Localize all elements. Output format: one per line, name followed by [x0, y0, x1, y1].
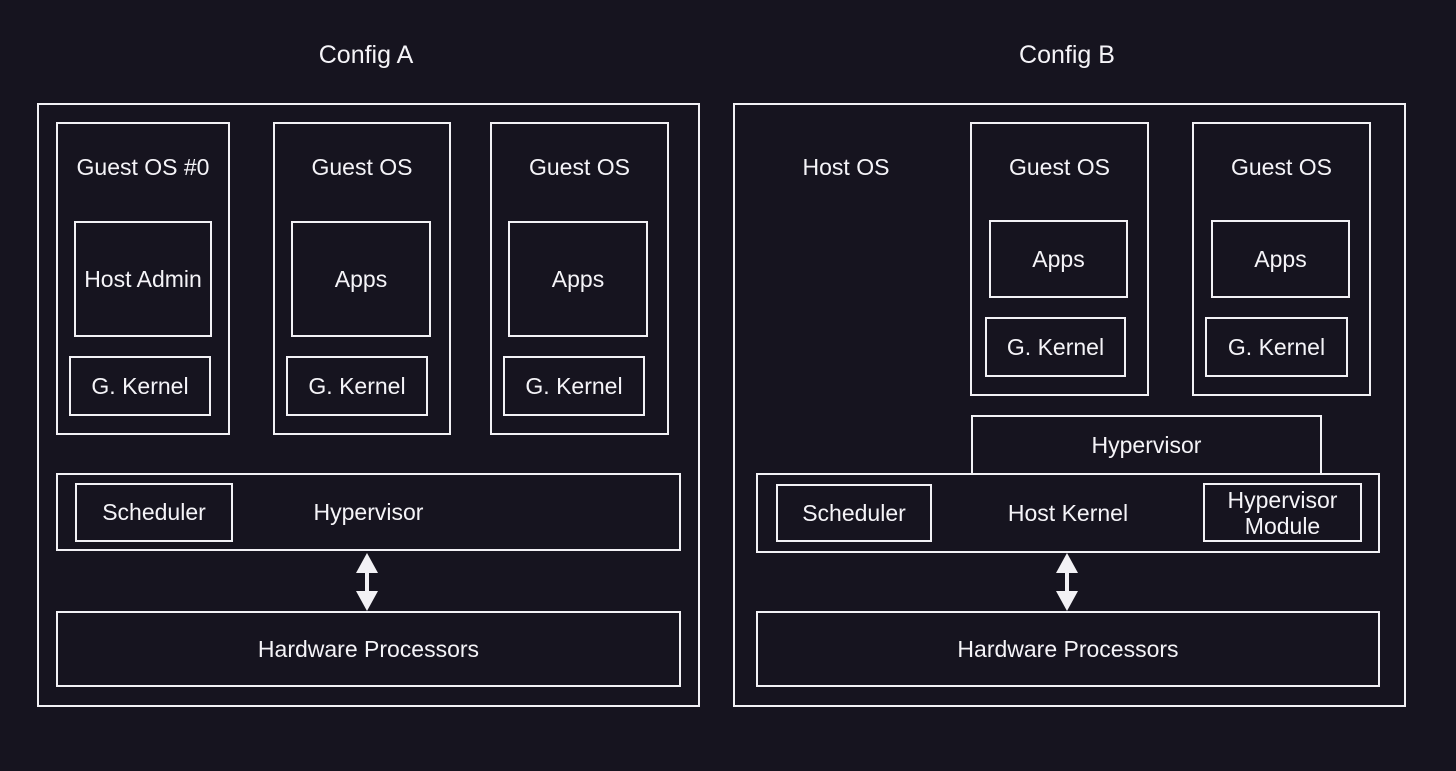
arrow-shaft: [1065, 565, 1069, 599]
guest-kernel-box: G. Kernel: [69, 356, 211, 416]
hypervisor-module-box: Hypervisor Module: [1203, 483, 1362, 542]
host-kernel-bar: Host Kernel Scheduler Hypervisor Module: [756, 473, 1380, 553]
guest-os-label: Guest OS #0: [76, 154, 210, 180]
apps-label: Apps: [551, 265, 605, 292]
arrow-head-down-icon: [1056, 591, 1078, 611]
hardware-processors-bar: Hardware Processors: [56, 611, 681, 687]
bidirectional-arrow-icon: [356, 553, 378, 611]
hypervisor-label: Hypervisor: [313, 498, 424, 525]
guest-os-label: Guest OS: [1009, 154, 1110, 180]
guest-os-label: Guest OS: [529, 154, 630, 180]
bidirectional-arrow-icon: [1056, 553, 1078, 611]
hardware-processors-bar: Hardware Processors: [756, 611, 1380, 687]
guest-os-label: Guest OS: [1231, 154, 1332, 180]
config-b-title: Config B: [1019, 41, 1115, 69]
apps-label: Apps: [1254, 245, 1307, 272]
scheduler-box: Scheduler: [75, 483, 233, 542]
apps-box: Apps: [1211, 220, 1350, 298]
scheduler-label: Scheduler: [802, 499, 906, 526]
apps-box: Apps: [989, 220, 1128, 298]
hardware-processors-label: Hardware Processors: [257, 635, 480, 662]
hypervisor-module-label: Hypervisor Module: [1227, 486, 1338, 539]
scheduler-box: Scheduler: [776, 484, 932, 542]
guest-kernel-label: G. Kernel: [1006, 333, 1105, 360]
config-a-title: Config A: [318, 41, 414, 69]
hardware-processors-label: Hardware Processors: [957, 635, 1179, 662]
arrow-head-up-icon: [356, 553, 378, 573]
arrow-head-up-icon: [1056, 553, 1078, 573]
host-os-label: Host OS: [802, 154, 890, 180]
host-admin-label: Host Admin: [84, 265, 202, 292]
guest-os-box: Guest OS Apps G. Kernel: [970, 122, 1149, 396]
guest-kernel-label: G. Kernel: [308, 372, 406, 399]
arrow-shaft: [365, 565, 369, 599]
hypervisor-bar: Hypervisor Scheduler: [56, 473, 681, 551]
guest-os-box: Guest OS Apps G. Kernel: [1192, 122, 1371, 396]
guest-os-box: Guest OS #0 Host Admin G. Kernel: [56, 122, 230, 435]
config-b-panel: Host OS Guest OS Apps G. Kernel Guest OS…: [733, 103, 1406, 707]
host-kernel-label: Host Kernel: [1007, 499, 1129, 526]
guest-kernel-box: G. Kernel: [503, 356, 645, 416]
apps-label: Apps: [1032, 245, 1085, 272]
apps-label: Apps: [334, 265, 388, 292]
guest-kernel-label: G. Kernel: [1227, 333, 1326, 360]
guest-kernel-box: G. Kernel: [286, 356, 428, 416]
hypervisor-box: Hypervisor: [971, 415, 1322, 473]
guest-kernel-label: G. Kernel: [91, 372, 189, 399]
host-admin-box: Host Admin: [74, 221, 212, 337]
apps-box: Apps: [508, 221, 648, 337]
guest-os-box: Guest OS Apps G. Kernel: [273, 122, 451, 435]
hypervisor-label: Hypervisor: [1091, 431, 1202, 458]
scheduler-label: Scheduler: [102, 499, 206, 525]
apps-box: Apps: [291, 221, 431, 337]
config-a-panel: Guest OS #0 Host Admin G. Kernel Guest O…: [37, 103, 700, 707]
guest-kernel-box: G. Kernel: [985, 317, 1126, 377]
guest-kernel-label: G. Kernel: [525, 372, 623, 399]
guest-os-box: Guest OS Apps G. Kernel: [490, 122, 669, 435]
guest-kernel-box: G. Kernel: [1205, 317, 1348, 377]
arrow-head-down-icon: [356, 591, 378, 611]
guest-os-label: Guest OS: [311, 154, 413, 180]
